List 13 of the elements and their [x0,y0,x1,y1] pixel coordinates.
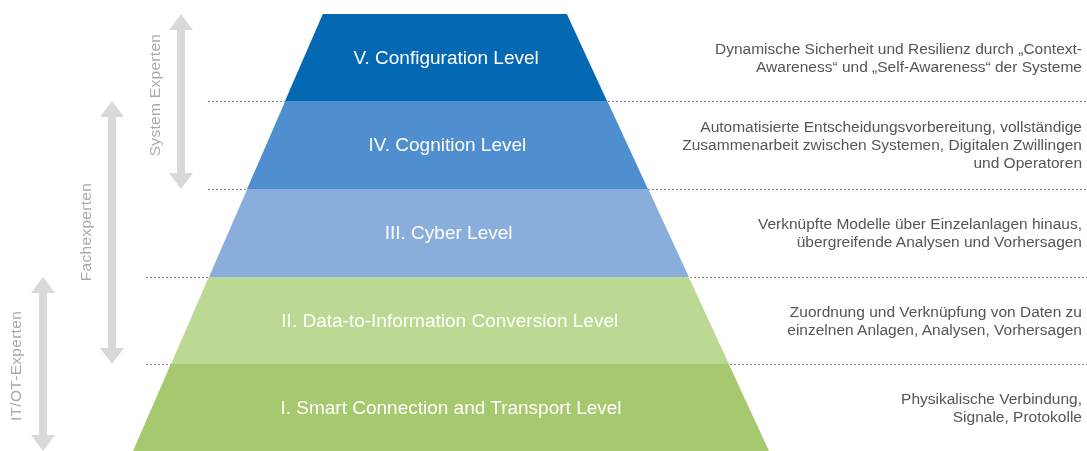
level-title: II. Data-to-Information Conversion Level [281,309,619,331]
level-title: I. Smart Connection and Transport Level [280,396,622,418]
role-label: System Experten [146,33,164,157]
level-title: IV. Cognition Level [368,134,527,155]
level-description: Verknüpfte Modelle über Einzelanlagen hinaus, übergreifende Analysen und Vorhersagen [757,215,1082,251]
level-description: Dynamische Sicherheit und Resilienz durch „Context-Awareness“ und „Self-Awareness“ der Systeme [714,39,1082,76]
level-title: III. Cyber Level [384,222,513,243]
level-title: V. Configuration Level [353,46,539,68]
role-label: Fachexperten [77,182,95,282]
role-label: IT/OT-Experten [7,310,25,422]
level-description: Automatisierte Entscheidungsvorbereitung, vollständige Zusammenarbeit zwischen Systemen, Digitalen Zwillingen und Operatoren [681,118,1082,172]
level-description: Zuordnung und Verknüpfung von Daten zu einzelnen Anlagen, Analysen, Vorhersagen [786,302,1082,339]
level-description: Physikalische Verbindung, Signale, Protokolle [900,389,1082,426]
